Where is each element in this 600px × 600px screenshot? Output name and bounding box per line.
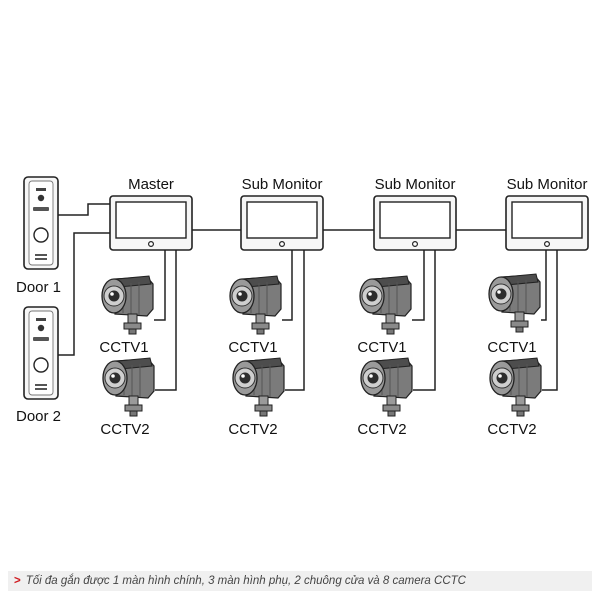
door-station-1	[23, 176, 59, 270]
cctv-camera-icon	[102, 357, 155, 417]
caption-text: Tối đa gắn được 1 màn hình chính, 3 màn …	[25, 575, 466, 587]
cctv-camera-icon	[488, 273, 541, 333]
cctv-camera-icon	[232, 357, 285, 417]
door-2-label: Door 2	[16, 408, 61, 425]
cctv2-label: CCTV2	[487, 421, 536, 438]
cctv-camera-icon	[489, 357, 542, 417]
master-monitor	[109, 195, 193, 251]
sub-monitor-2-label: Sub Monitor	[375, 176, 456, 193]
sub-monitor-1	[240, 195, 324, 251]
sub-monitor-3	[505, 195, 589, 251]
cctv1-label: CCTV1	[487, 339, 536, 356]
door-station-2	[23, 306, 59, 400]
sub-monitor-2	[373, 195, 457, 251]
cctv-camera-icon	[101, 275, 154, 335]
cctv1-label: CCTV1	[357, 339, 406, 356]
cctv1-label: CCTV1	[99, 339, 148, 356]
cctv-camera-icon	[360, 357, 413, 417]
wiring	[58, 203, 558, 391]
sub-monitor-1-label: Sub Monitor	[242, 176, 323, 193]
caption-marker: >	[14, 575, 21, 587]
cctv1-label: CCTV1	[228, 339, 277, 356]
master-label: Master	[128, 176, 174, 193]
sub-monitor-3-label: Sub Monitor	[507, 176, 588, 193]
cctv2-label: CCTV2	[100, 421, 149, 438]
door-1-label: Door 1	[16, 279, 61, 296]
caption-bar: > Tối đa gắn được 1 màn hình chính, 3 màn…	[8, 571, 592, 591]
cctv2-label: CCTV2	[228, 421, 277, 438]
cctv-camera-icon	[359, 275, 412, 335]
cctv-camera-icon	[229, 275, 282, 335]
cctv2-label: CCTV2	[357, 421, 406, 438]
